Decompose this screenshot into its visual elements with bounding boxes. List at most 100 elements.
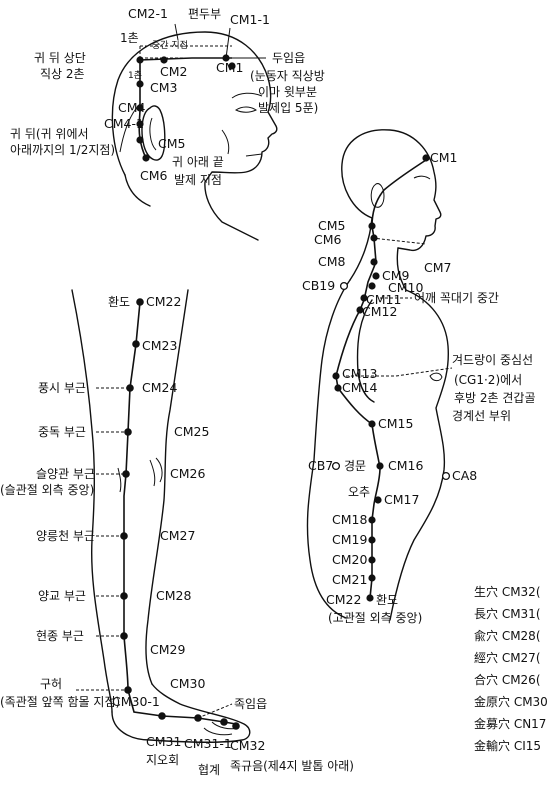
point-leg-cm22 xyxy=(136,298,144,306)
label-cm6: CM6 xyxy=(140,168,168,183)
label-leg-cm30: CM30 xyxy=(170,676,205,691)
point-torso-cm12 xyxy=(356,306,364,314)
label-ca8: CA8 xyxy=(452,468,477,483)
label-pungsi: 풍시 부근 xyxy=(38,381,86,395)
torso-ear xyxy=(370,183,385,208)
label-hyeonjong: 현종 부근 xyxy=(36,629,84,643)
torso-figure: CM1 CM5 CM6 CM8 CM7 CM9 CB19 CM10 CM11 어… xyxy=(302,129,536,625)
legend-item: 長穴 CM31( xyxy=(474,606,541,621)
label-cm2-1: CM2-1 xyxy=(128,6,168,21)
head-channel-line xyxy=(138,57,232,159)
label-cm2: CM2 xyxy=(160,64,187,79)
point-cm5 xyxy=(136,136,144,144)
label-cm3: CM3 xyxy=(150,80,177,95)
label-leg-cm22: CM22 xyxy=(146,294,181,309)
label-leg-cm26: CM26 xyxy=(170,466,205,481)
label-one-chon-side: 1촌 xyxy=(128,70,142,81)
eye xyxy=(235,106,257,113)
point-cm4-1 xyxy=(136,120,144,128)
label-center-point: 중간 지점 xyxy=(152,39,188,51)
label-armpit-3: 후방 2촌 견갑골 xyxy=(454,391,536,405)
label-leg-cm24: CM24 xyxy=(142,380,177,395)
head-back-neck xyxy=(124,174,151,207)
point-torso-cm17 xyxy=(374,496,382,504)
label-leg-cm23: CM23 xyxy=(142,338,177,353)
point-torso-cm11 xyxy=(360,294,368,302)
label-duimeup: 두임읍 xyxy=(272,51,305,65)
label-torso-cm15: CM15 xyxy=(378,416,413,431)
label-armpit-4: 경계선 부위 xyxy=(452,409,511,423)
point-torso-cm21 xyxy=(368,574,376,582)
cheek xyxy=(221,129,230,155)
point-cm2-1 xyxy=(136,56,144,64)
point-leg-cm28 xyxy=(120,592,128,600)
label-torso-cm16: CM16 xyxy=(388,458,423,473)
label-torso-cm12: CM12 xyxy=(362,304,397,319)
label-seulyang-1: 슬양관 부근 xyxy=(36,467,95,481)
label-ochu: 오추 xyxy=(348,485,370,499)
legend-item: 生穴 CM32( xyxy=(474,584,541,599)
foot-outline xyxy=(111,683,251,744)
label-torso-cm19: CM19 xyxy=(332,532,367,547)
label-yanggyo: 양교 부근 xyxy=(38,589,86,603)
point-torso-cm9 xyxy=(372,272,380,280)
label-jogyueum: 족규음(제4지 발톱 아래) xyxy=(230,759,354,773)
point-torso-cm1 xyxy=(422,154,430,162)
torso-guide-top xyxy=(371,237,427,245)
label-leg-cm25: CM25 xyxy=(174,424,209,439)
label-cm4: CM4 xyxy=(118,100,146,115)
point-leg-cm23 xyxy=(132,340,140,348)
label-leg-cm31-1: CM31-1 xyxy=(184,736,232,751)
label-behind-ear-top-2: 직상 2촌 xyxy=(40,67,85,81)
label-cm4-1: CM4-1 xyxy=(104,116,144,131)
label-leg-cm30-1: CM30-1 xyxy=(112,694,160,709)
label-torso-cm10: CM10 xyxy=(388,280,423,295)
label-below-ear-2: 발제 지점 xyxy=(174,173,222,187)
point-leg-cm32 xyxy=(232,722,240,730)
label-guheo-1: 구허 xyxy=(40,677,62,691)
label-cm5: CM5 xyxy=(158,136,185,151)
label-leg-cm28: CM28 xyxy=(156,588,191,603)
ear xyxy=(141,105,166,161)
arm-outline xyxy=(356,299,375,403)
label-one-chon-top: 1촌 xyxy=(120,31,139,45)
leader-cm2-1 xyxy=(174,23,179,41)
point-cm4 xyxy=(136,104,144,112)
label-leg-cm31: CM31 xyxy=(146,734,181,749)
label-torso-cm5: CM5 xyxy=(318,218,345,233)
point-torso-cm8 xyxy=(370,258,378,266)
nipple xyxy=(429,372,443,382)
label-torso-cm21: CM21 xyxy=(332,572,367,587)
label-torso-cm8: CM8 xyxy=(318,254,346,269)
torso-back xyxy=(306,279,351,619)
point-torso-cm15 xyxy=(368,420,376,428)
label-torso-cm7: CM7 xyxy=(424,260,451,275)
leg-back-outline xyxy=(71,289,113,713)
leg-figure: 환도 CM22 CM23 풍시 부근 CM24 중독 부근 CM25 슬양관 부… xyxy=(0,289,354,777)
label-torso-cm17: CM17 xyxy=(384,492,419,507)
label-torso-cm9: CM9 xyxy=(382,268,410,283)
label-torso-cm11: CM11 xyxy=(366,292,401,307)
torso-front xyxy=(389,289,450,621)
label-hwando-torso: 환도 xyxy=(376,593,398,607)
label-forehead-3: 발제입 5푼) xyxy=(258,101,318,115)
point-leg-cm30 xyxy=(124,686,132,694)
label-cb7: CB7 xyxy=(308,458,333,473)
label-below-ear-1: 귀 아래 끝 xyxy=(172,155,224,169)
point-leg-cm31-1 xyxy=(220,718,228,726)
legend-item: 金輸穴 CI15 xyxy=(474,738,541,753)
legend-item: 金原穴 CM30 xyxy=(474,694,548,709)
point-torso-cm6 xyxy=(370,234,378,242)
label-torso-cm18: CM18 xyxy=(332,512,367,527)
label-behind-ear-top-1: 귀 뒤 상단 xyxy=(34,51,86,65)
label-leg-cm32: CM32 xyxy=(230,738,265,753)
label-shoulder: 어깨 꼭대기 중간 xyxy=(414,291,499,305)
label-jogimeup: 족임읍 xyxy=(234,697,267,711)
label-hwando: 환도 xyxy=(108,295,130,309)
label-hyeopgye: 협계 xyxy=(198,763,220,777)
label-gyeongmun: 경문 xyxy=(344,459,366,473)
point-torso-cm14 xyxy=(334,384,342,392)
point-torso-cm18 xyxy=(368,516,376,524)
point-leg-cm29 xyxy=(120,632,128,640)
point-leg-cm25 xyxy=(124,428,132,436)
